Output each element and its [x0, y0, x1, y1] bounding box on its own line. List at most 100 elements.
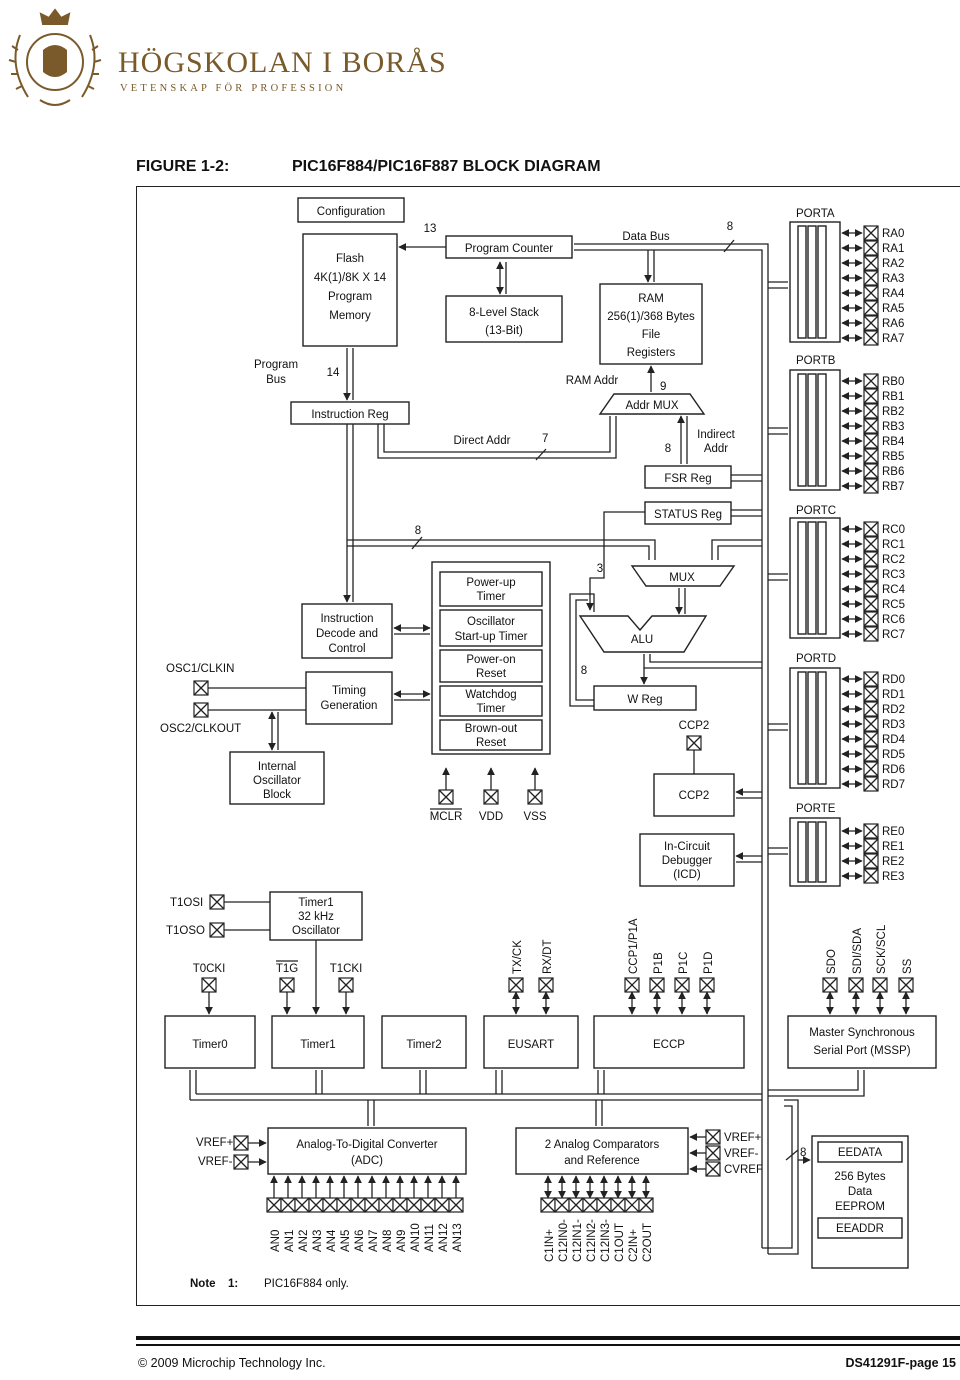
eeprom-line-1: 256 Bytes: [834, 1171, 885, 1183]
cmp-pin-label: C2IN+: [628, 1229, 640, 1262]
ccp2-block: [653, 773, 735, 817]
decode-line-1: Instruction: [320, 613, 373, 625]
width-8-wreg: 8: [581, 665, 587, 677]
decode-line-3: Control: [328, 643, 365, 655]
footer-rule-thick: [136, 1336, 960, 1340]
brownout-line-2: Reset: [476, 737, 507, 749]
width-13-label: 13: [424, 223, 437, 235]
fsr-reg-label: FSR Reg: [664, 473, 711, 485]
program-counter-label: Program Counter: [465, 243, 553, 255]
port-pin-label: RD0: [882, 674, 905, 686]
eeprom-line-2: Data: [848, 1186, 873, 1198]
vss-label: VSS: [523, 811, 546, 823]
data-bus-label: Data Bus: [622, 231, 670, 243]
mssp-line-2: Serial Port (MSSP): [813, 1045, 910, 1057]
cmp-line-1: 2 Analog Comparators: [545, 1139, 660, 1151]
peripheral-pin-label: P1B: [653, 952, 665, 974]
timer0-block: [164, 1015, 256, 1069]
adc-line-2: (ADC): [351, 1155, 383, 1167]
port-pin-label: RB7: [882, 481, 904, 493]
port-pin-label: RB6: [882, 466, 904, 478]
adc-pin-label: AN0: [270, 1230, 282, 1252]
port-pin-label: RA1: [882, 243, 904, 255]
width-8-internal: 8: [415, 525, 421, 537]
ram-line-4: Registers: [627, 347, 676, 359]
port-pin-label: RC7: [882, 629, 905, 641]
int-osc-line-2: Oscillator: [253, 775, 301, 787]
port-pin-label: RD1: [882, 689, 905, 701]
cmp-pin-label: C12IN0-: [558, 1219, 570, 1262]
indirect-addr-line-1: Indirect: [697, 429, 736, 441]
width-7-label: 7: [542, 433, 548, 445]
width-9-label: 9: [660, 381, 666, 393]
port-pin-label: RE0: [882, 826, 904, 838]
port-c: PORTC: [789, 505, 841, 639]
timer0-label: Timer0: [192, 1039, 227, 1051]
vdd-label: VDD: [479, 811, 503, 823]
t1osi-label: T1OSI: [170, 897, 203, 909]
int-osc-line-3: Block: [263, 789, 291, 801]
watchdog-line-1: Watchdog: [465, 689, 516, 701]
indirect-addr-line-2: Addr: [704, 443, 728, 455]
note-text: PIC16F884 only.: [264, 1278, 349, 1290]
port-pin-label: RB4: [882, 436, 905, 448]
timer1-block: [271, 1015, 365, 1069]
mssp-block: [787, 1015, 937, 1069]
power-on-line-1: Power-on: [466, 654, 515, 666]
port-pin-label: RA2: [882, 258, 904, 270]
direct-addr-label: Direct Addr: [454, 435, 511, 447]
port-pin-label: RD6: [882, 764, 905, 776]
brownout-line-1: Brown-out: [465, 723, 518, 735]
cmp-pin-label: C12IN3-: [600, 1219, 612, 1262]
status-reg-label: STATUS Reg: [654, 509, 722, 521]
eedata-label: EEDATA: [838, 1147, 883, 1159]
alu-block: [578, 615, 708, 653]
university-logo: [0, 0, 110, 120]
adc-pin-label: AN12: [438, 1223, 450, 1252]
cmp-line-2: and Reference: [564, 1155, 639, 1167]
adc-pin-label: AN8: [382, 1230, 394, 1252]
peripheral-pin-label: SDI/SDA: [852, 928, 864, 974]
instruction-decode-block: [301, 603, 393, 659]
port-pin-label: RD2: [882, 704, 905, 716]
width-8-databus: 8: [727, 221, 733, 233]
port-pin-label: RD4: [882, 734, 906, 746]
mux-block: [630, 565, 736, 587]
icd-block: [639, 833, 735, 887]
stack-line-2: (13-Bit): [485, 325, 523, 337]
port-pin-label: RA3: [882, 273, 904, 285]
adc-pin-label: AN5: [340, 1230, 352, 1252]
cmp-pin-label: C2OUT: [642, 1223, 654, 1262]
portd-label: PORTD: [796, 653, 836, 665]
t1cki-label: T1CKI: [330, 963, 363, 975]
peripheral-pin-label: SS: [902, 958, 914, 974]
t1osc-line-2: 32 kHz: [298, 911, 334, 923]
eedata-block: [817, 1141, 903, 1163]
icd-line-2: Debugger: [662, 855, 713, 867]
adc-pin-label: AN4: [326, 1229, 338, 1252]
power-on-line-2: Reset: [476, 668, 507, 680]
eeaddr-block: [817, 1217, 903, 1239]
adc-pin-label: AN2: [298, 1230, 310, 1252]
port-pin-label: RA0: [882, 228, 904, 240]
adc-vref-plus: VREF+: [196, 1137, 234, 1149]
port-pin-label: RD3: [882, 719, 905, 731]
peripheral-pin-label: SDO: [826, 949, 838, 974]
addr-mux-label: Addr MUX: [625, 400, 678, 412]
port-pin-label: RC6: [882, 614, 905, 626]
cmp-pin-label: C1OUT: [614, 1223, 626, 1262]
diagram-frame: [136, 186, 960, 1306]
adc-pin-label: AN1: [284, 1230, 296, 1252]
flash-line-4: Memory: [329, 310, 371, 322]
portb-label: PORTB: [796, 355, 836, 367]
flash-line-3: Program: [328, 291, 372, 303]
program-bus-line-2: Bus: [266, 374, 286, 386]
port-pin-label: RC3: [882, 569, 905, 581]
timing-generation-block: [305, 671, 393, 725]
cmp-pin-label: C1IN+: [544, 1229, 556, 1262]
timer2-block: [381, 1015, 467, 1069]
mssp-line-1: Master Synchronous: [809, 1027, 915, 1039]
